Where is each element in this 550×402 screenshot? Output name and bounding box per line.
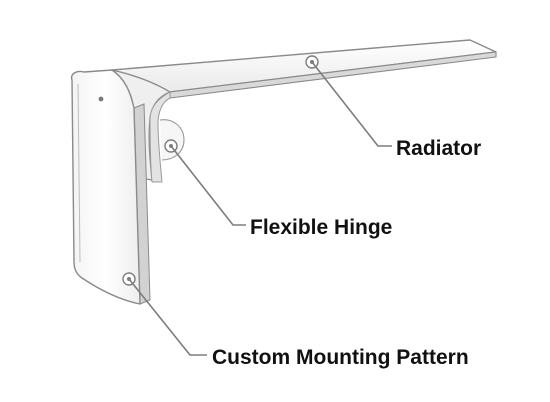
radiator-leader — [305, 55, 392, 147]
flexible-hinge-leader — [164, 139, 246, 226]
mounting-plate — [70, 69, 151, 305]
mounting-pattern-leader — [122, 272, 207, 356]
radiator-label: Radiator — [396, 137, 482, 160]
custom-mounting-pattern-label: Custom Mounting Pattern — [212, 346, 469, 369]
mounting-hole — [98, 96, 104, 102]
flexible-hinge-label: Flexible Hinge — [250, 216, 393, 239]
radiator-panel — [111, 39, 497, 99]
